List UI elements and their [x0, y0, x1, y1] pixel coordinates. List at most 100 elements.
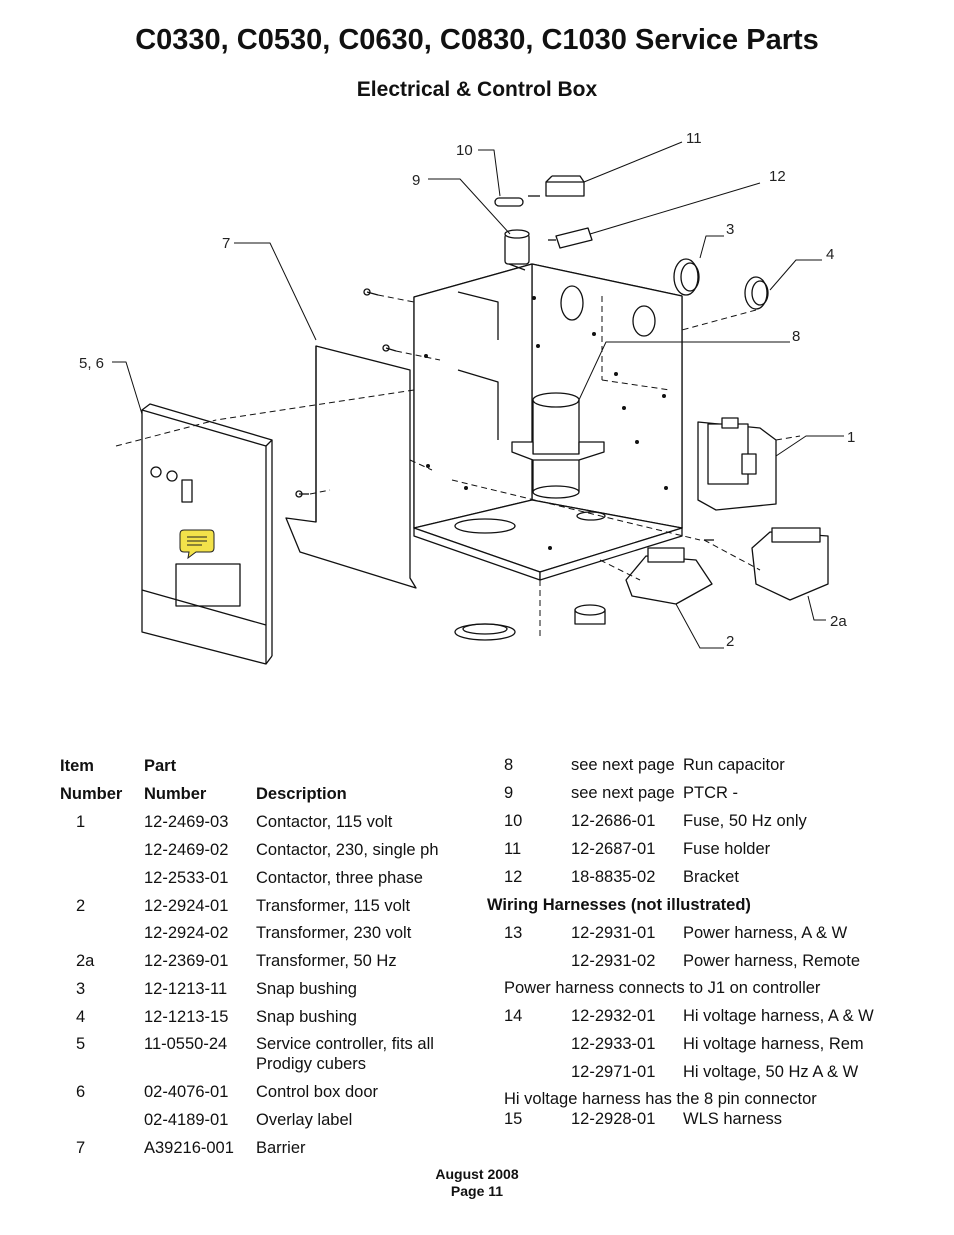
- part-description: PTCR -: [683, 784, 738, 802]
- callout-9: 9: [412, 172, 420, 189]
- part-description: Snap bushing: [256, 1008, 357, 1026]
- part-number: 12-2687-01: [571, 840, 656, 858]
- item-number: 5: [76, 1035, 86, 1053]
- item-number: 9: [504, 784, 514, 802]
- callout-7: 7: [222, 235, 230, 252]
- part-description: Contactor, three phase: [256, 869, 423, 887]
- part-number: 12-2933-01: [571, 1035, 656, 1053]
- exploded-parts-diagram: 10 11 9 12 3 7 4 8 5, 6 1 2a 2: [79, 130, 855, 665]
- callout-12: 12: [769, 168, 786, 185]
- footer-page: Page 11: [450, 1183, 504, 1199]
- part-description: Fuse, 50 Hz only: [683, 812, 807, 830]
- header-item-number: Number: [60, 785, 123, 803]
- wiring-harness-heading: Wiring Harnesses (not illustrated): [487, 896, 751, 914]
- item-number: 3: [76, 980, 86, 998]
- page-subtitle: Electrical & Control Box: [356, 78, 598, 101]
- page-title: C0330, C0530, C0630, C0830, C1030 Servic…: [135, 24, 819, 56]
- footer-date: August 2008: [435, 1166, 519, 1182]
- control-box-left-wall: [413, 263, 533, 529]
- part-description: Snap bushing: [256, 980, 357, 998]
- part-description: Hi voltage, 50 Hz A & W: [683, 1063, 859, 1081]
- item-number: 14: [504, 1007, 523, 1025]
- header-description: Description: [256, 785, 347, 803]
- part-number: 12-2931-01: [571, 924, 656, 942]
- part-number: 12-2469-02: [144, 841, 229, 859]
- part-number: 12-2928-01: [571, 1110, 656, 1128]
- header-part: Part: [144, 757, 177, 775]
- part-number: 18-8835-02: [571, 868, 656, 886]
- transformer-2a: [751, 531, 829, 601]
- part-number: 12-2932-01: [571, 1007, 656, 1025]
- part-number: 12-2469-03: [144, 813, 229, 831]
- callout-3: 3: [726, 221, 734, 238]
- item-number: 10: [504, 812, 523, 830]
- fuse: [494, 197, 524, 207]
- part-description: Run capacitor: [683, 756, 785, 774]
- callout-11: 11: [686, 130, 702, 147]
- part-number: 02-4189-01: [144, 1111, 229, 1129]
- header-item: Item: [60, 757, 94, 775]
- part-number: 12-2369-01: [144, 952, 229, 970]
- item-number: 7: [76, 1139, 86, 1157]
- item-number: 1: [76, 813, 86, 831]
- part-description: Barrier: [256, 1139, 306, 1157]
- callout-2a: 2a: [830, 613, 847, 630]
- part-number: 11-0550-24: [144, 1035, 228, 1053]
- part-description: Transformer, 50 Hz: [256, 952, 397, 970]
- part-number: 12-2924-02: [144, 924, 229, 942]
- part-description: Bracket: [683, 868, 739, 886]
- part-number: 12-2971-01: [571, 1063, 656, 1081]
- item-number: 4: [76, 1008, 86, 1026]
- part-number: see next page: [571, 784, 675, 802]
- item-number: 12: [504, 868, 523, 886]
- part-description: Fuse holder: [683, 840, 771, 858]
- part-description: WLS harness: [683, 1110, 783, 1128]
- item-number: 2: [76, 897, 86, 915]
- part-number: 12-1213-11: [144, 980, 228, 998]
- part-description: Power harness, Remote: [683, 952, 860, 970]
- part-number: see next page: [571, 756, 675, 774]
- barrier-panel: [285, 345, 417, 589]
- item-number: 13: [504, 924, 523, 942]
- part-description: Transformer, 230 volt: [256, 924, 412, 942]
- screw-set: [295, 195, 714, 541]
- part-description: Transformer, 115 volt: [256, 897, 411, 915]
- callout-5-6: 5, 6: [79, 355, 104, 372]
- part-number: 12-2533-01: [144, 869, 229, 887]
- part-description: Overlay label: [256, 1111, 353, 1129]
- callout-2: 2: [726, 633, 734, 650]
- part-number: 12-2931-02: [571, 952, 656, 970]
- item-number: 2a: [76, 952, 95, 970]
- snap-bushing-3: [673, 258, 699, 296]
- part-number: 12-1213-15: [144, 1008, 229, 1026]
- run-capacitor: [532, 399, 580, 493]
- floor-grommet: [454, 623, 516, 641]
- part-description: Service controller, fits all: [256, 1035, 434, 1053]
- power-harness-note: Power harness connects to J1 on controll…: [504, 979, 821, 997]
- item-number: 6: [76, 1083, 86, 1101]
- part-description: Power harness, A & W: [683, 924, 848, 942]
- header-part-number: Number: [144, 785, 207, 803]
- transformer-2: [625, 555, 713, 605]
- item-number: 15: [504, 1110, 523, 1128]
- part-number: 02-4076-01: [144, 1083, 229, 1101]
- part-description: Hi voltage harness, A & W: [683, 1007, 874, 1025]
- hi-voltage-harness-note: Hi voltage harness has the 8 pin connect…: [504, 1090, 817, 1108]
- part-description: Hi voltage harness, Rem: [683, 1035, 864, 1053]
- comment-icon: [179, 529, 215, 560]
- part-number: A39216-001: [144, 1139, 234, 1157]
- item-number: 11: [504, 840, 522, 858]
- snap-bushing-4: [744, 276, 768, 310]
- callout-4: 4: [826, 246, 834, 263]
- part-description-continued: Prodigy cubers: [256, 1055, 367, 1073]
- part-description: Control box door: [256, 1083, 378, 1101]
- callout-10: 10: [456, 142, 473, 159]
- part-description: Contactor, 115 volt: [256, 813, 393, 831]
- item-number: 8: [504, 756, 514, 774]
- fuse-bracket: [555, 227, 593, 249]
- part-number: 12-2686-01: [571, 812, 656, 830]
- fuse-holder: [545, 181, 585, 197]
- part-description: Contactor, 230, single ph: [256, 841, 439, 859]
- part-number: 12-2924-01: [144, 897, 229, 915]
- callout-1: 1: [847, 429, 855, 446]
